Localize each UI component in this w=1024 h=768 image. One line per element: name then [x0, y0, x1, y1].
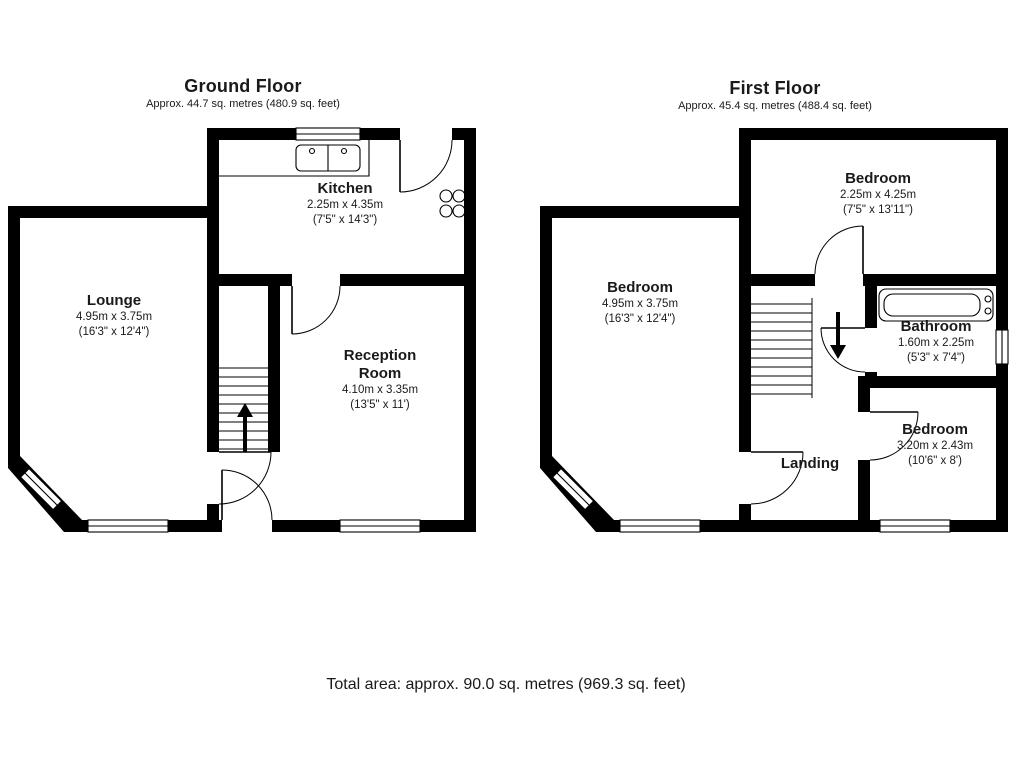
room-dims-metric: 2.25m x 4.25m — [839, 189, 917, 201]
hob-burners-icon — [439, 189, 466, 218]
stairs-down-arrow-icon — [830, 312, 846, 359]
room-dims-imperial: (16'3" x 12'4") — [78, 325, 150, 338]
room-name: Landing — [780, 455, 840, 472]
first-floor-subtitle: Approx. 45.4 sq. metres (488.4 sq. feet) — [678, 100, 872, 112]
bay-window — [551, 467, 595, 511]
room-dims-metric: 4.95m x 3.75m — [75, 311, 153, 323]
kitchen-reception-door — [291, 285, 341, 335]
room-label-reception: Reception Room 4.10m x 3.35m (13'5" x 11… — [334, 347, 426, 413]
bathroom-door — [820, 327, 866, 373]
bathtub-icon — [878, 288, 994, 322]
total-area-text: Total area: approx. 90.0 sq. metres (969… — [326, 676, 686, 693]
room-name: Bedroom — [607, 279, 673, 296]
bay-window — [19, 467, 63, 511]
first-floor-doors — [750, 225, 919, 505]
room-label-bedroom-front: Bedroom 4.95m x 3.75m (16'3" x 12'4") — [602, 279, 678, 327]
room-label-landing: Landing — [781, 455, 839, 473]
room-dims-metric: 4.95m x 3.75m — [601, 298, 679, 310]
room-label-bathroom: Bathroom 1.60m x 2.25m (5'3" x 7'4") — [898, 318, 974, 366]
ground-floor-plan — [8, 127, 476, 533]
room-dims-metric: 2.25m x 4.35m — [306, 199, 384, 211]
ground-floor-title: Ground Floor — [184, 76, 302, 96]
room-dims-imperial: (7'5" x 14'3") — [312, 213, 378, 226]
room-name: Bathroom — [900, 318, 972, 335]
room-dims-imperial: (16'3" x 12'4") — [604, 312, 676, 325]
first-floor-walls — [540, 128, 1008, 532]
room-name: Bedroom — [845, 170, 911, 187]
first-floor-door-openings — [739, 274, 877, 504]
room-dims-imperial: (10'6" x 8') — [908, 454, 962, 467]
ground-floor-windows — [19, 127, 421, 533]
room-dims-metric: 3.20m x 2.43m — [896, 440, 974, 452]
room-label-kitchen: Kitchen 2.25m x 4.35m (7'5" x 14'3") — [307, 180, 383, 228]
front-bedroom-door — [750, 451, 804, 505]
room-label-lounge: Lounge 4.95m x 3.75m (16'3" x 12'4") — [76, 292, 152, 340]
ground-floor-subtitle: Approx. 44.7 sq. metres (480.9 sq. feet) — [146, 98, 340, 110]
small-bedroom-door — [869, 411, 919, 461]
room-dims-imperial: (13'5" x 11') — [350, 398, 410, 411]
front-door — [221, 469, 273, 521]
room-name: Bedroom — [902, 421, 968, 438]
lounge-door — [218, 451, 272, 505]
first-floor-windows — [551, 329, 1009, 533]
first-floor-stairs — [751, 298, 813, 398]
kitchen-sink-icon — [219, 140, 370, 177]
room-dims-imperial: (7'5" x 13'11") — [843, 203, 913, 216]
room-name: Kitchen — [317, 180, 373, 197]
ground-floor-door-openings — [207, 128, 452, 532]
room-name: Lounge — [86, 292, 142, 309]
first-floor-title: First Floor — [729, 78, 821, 98]
room-dims-imperial: (5'3" x 7'4") — [907, 351, 965, 364]
first-floor-plan — [540, 128, 1009, 533]
room-label-bedroom-rear: Bedroom 2.25m x 4.25m (7'5" x 13'11") — [840, 170, 916, 218]
rear-bedroom-door — [814, 225, 864, 275]
room-name: Reception Room — [343, 347, 417, 382]
stairs-up-arrow-icon — [237, 403, 253, 452]
kitchen-back-door — [399, 139, 453, 193]
room-dims-metric: 4.10m x 3.35m — [341, 384, 419, 396]
room-label-bedroom-small: Bedroom 3.20m x 2.43m (10'6" x 8') — [897, 421, 973, 469]
room-dims-metric: 1.60m x 2.25m — [897, 337, 975, 349]
